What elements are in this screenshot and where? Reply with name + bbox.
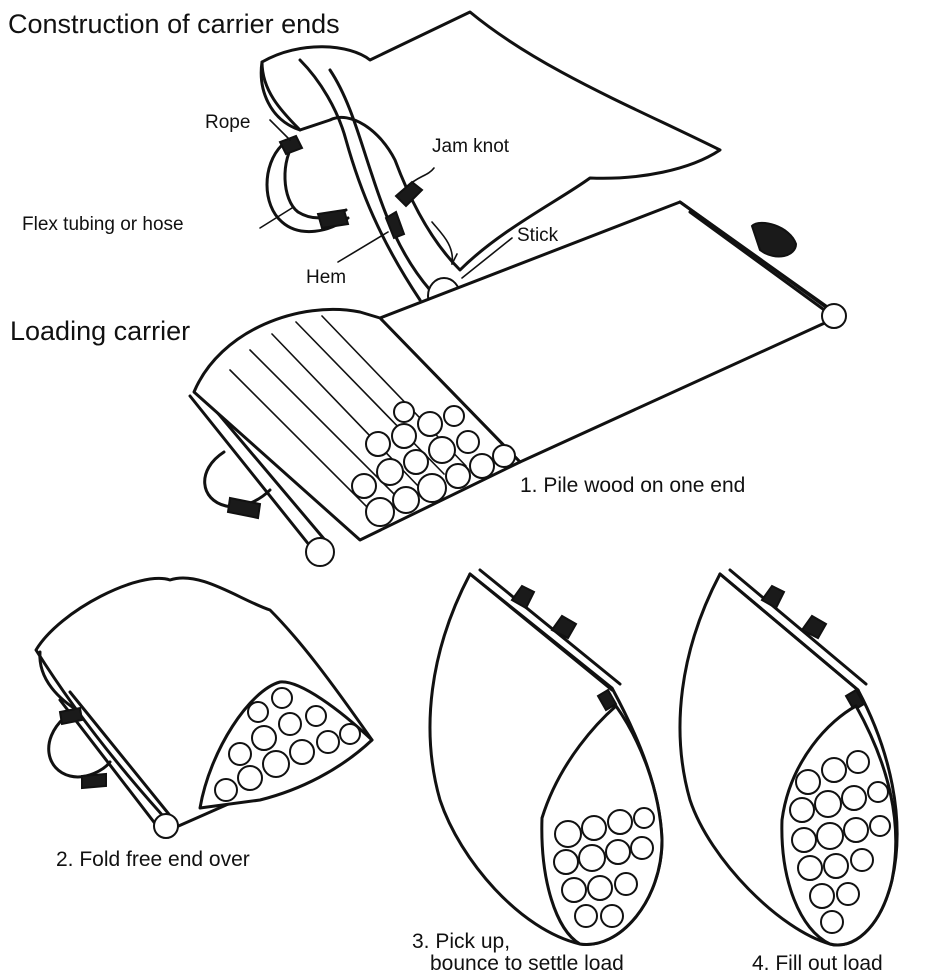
step3-caption-line1: 3. Pick up, [412, 930, 510, 953]
label-rope: Rope [205, 112, 250, 133]
step1-caption: 1. Pile wood on one end [520, 474, 745, 497]
step2-illustration [36, 578, 372, 838]
step4-illustration [680, 570, 897, 945]
label-stick: Stick [517, 225, 559, 246]
step3-illustration [430, 570, 662, 944]
heading-construction: Construction of carrier ends [8, 9, 340, 39]
label-jam-knot: Jam knot [432, 136, 510, 157]
label-flex-tubing: Flex tubing or hose [22, 214, 184, 235]
step3-caption-line2: bounce to settle load [430, 952, 624, 975]
label-hem: Hem [306, 267, 346, 288]
loading-illustration [190, 202, 846, 566]
heading-loading: Loading carrier [10, 316, 190, 346]
step4-caption: 4. Fill out load [752, 952, 883, 975]
step2-caption: 2. Fold free end over [56, 848, 250, 871]
